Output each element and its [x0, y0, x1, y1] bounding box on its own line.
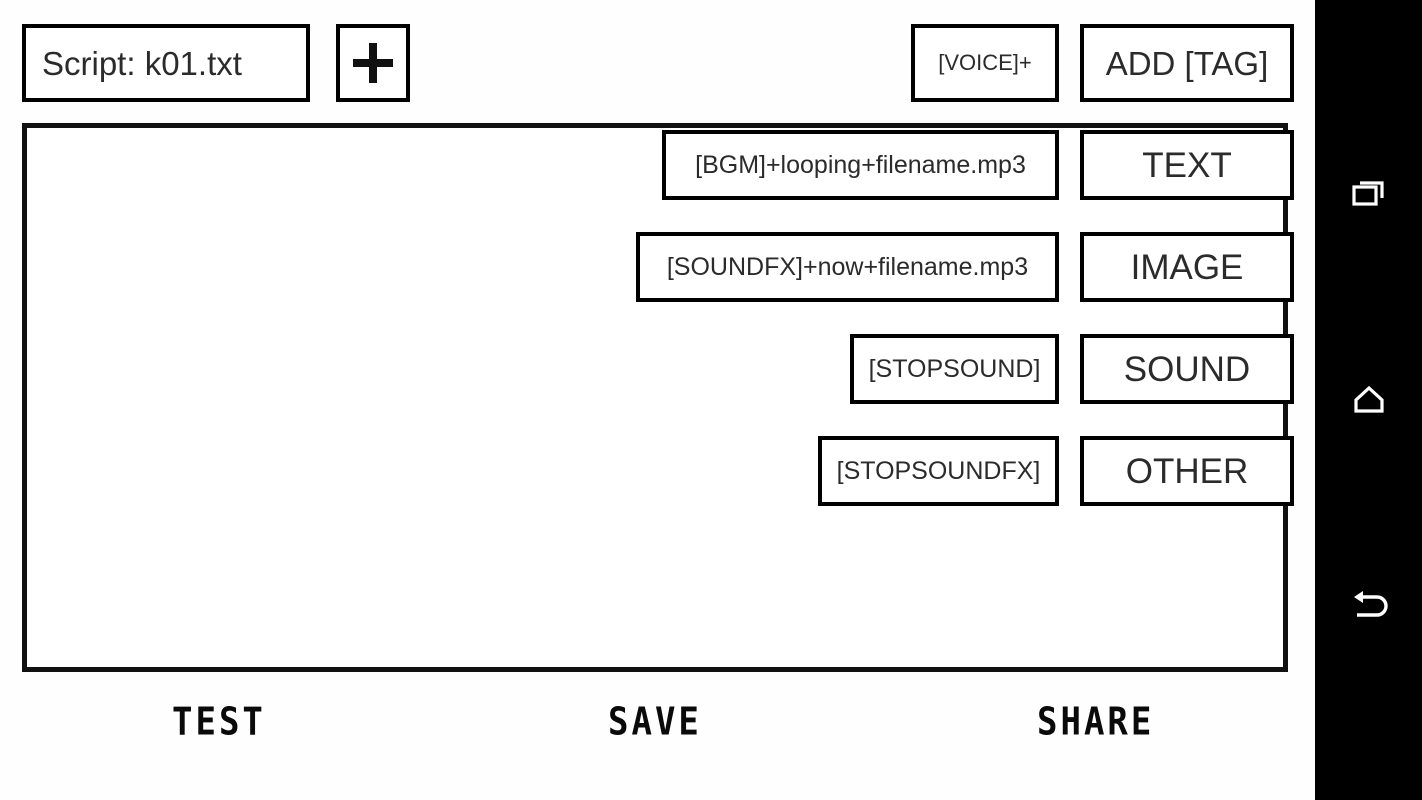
add-tag-label: ADD [TAG] [1105, 44, 1269, 82]
plus-icon [353, 43, 393, 83]
android-navigation-bar [1315, 0, 1422, 800]
voice-tag-button[interactable]: [VOICE]+ [911, 24, 1059, 102]
script-editor-panel[interactable] [22, 123, 1288, 672]
tag-button-soundfx[interactable]: [SOUNDFX]+now+filename.mp3 [636, 232, 1059, 302]
category-button-label: OTHER [1125, 451, 1249, 491]
tag-button-stopsound[interactable]: [STOPSOUND] [850, 334, 1059, 404]
back-icon [1353, 591, 1388, 617]
category-button-image[interactable]: IMAGE [1080, 232, 1294, 302]
nav-back-button[interactable] [1315, 562, 1422, 652]
tag-button-stopsoundfx[interactable]: [STOPSOUNDFX] [818, 436, 1059, 506]
category-button-other[interactable]: OTHER [1080, 436, 1294, 506]
home-icon [1353, 385, 1384, 413]
test-button[interactable]: TEST [172, 700, 266, 745]
category-button-text[interactable]: TEXT [1080, 130, 1294, 200]
category-button-label: SOUND [1123, 349, 1251, 389]
script-name-label: Script: k01.txt [42, 44, 242, 82]
tag-button-label: [BGM]+looping+filename.mp3 [695, 150, 1026, 179]
tag-button-label: [STOPSOUND] [868, 354, 1041, 383]
script-name-field[interactable]: Script: k01.txt [22, 24, 310, 102]
nav-home-button[interactable] [1315, 355, 1422, 445]
category-button-label: IMAGE [1130, 247, 1244, 287]
save-button[interactable]: SAVE [608, 700, 702, 745]
category-button-sound[interactable]: SOUND [1080, 334, 1294, 404]
nav-recents-button[interactable] [1315, 148, 1422, 238]
action-bar: TEST SAVE SHARE [0, 700, 1315, 775]
add-script-button[interactable] [336, 24, 410, 102]
category-button-label: TEXT [1142, 145, 1232, 185]
share-button[interactable]: SHARE [1037, 700, 1155, 745]
tag-button-label: [STOPSOUNDFX] [836, 456, 1041, 485]
voice-tag-label: [VOICE]+ [938, 50, 1032, 75]
recents-icon [1351, 181, 1384, 206]
add-tag-button[interactable]: ADD [TAG] [1080, 24, 1294, 102]
tag-button-bgm[interactable]: [BGM]+looping+filename.mp3 [662, 130, 1059, 200]
tag-button-label: [SOUNDFX]+now+filename.mp3 [666, 252, 1029, 281]
